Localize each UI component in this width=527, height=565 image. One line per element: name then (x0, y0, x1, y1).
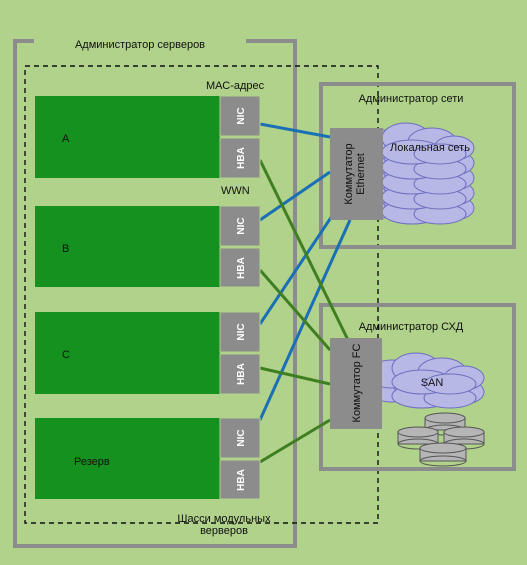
server-admin-frame (13, 39, 297, 548)
server-reserve: Резерв NIC HBA (35, 417, 261, 500)
network-admin-frame (319, 82, 516, 249)
nic-port (219, 95, 261, 137)
fc-switch: Коммутатор FC (330, 338, 382, 429)
nic-port (219, 311, 261, 353)
fc-links (258, 159, 350, 464)
storage-admin-frame (319, 303, 516, 471)
hba-port (219, 353, 261, 395)
server-b: B NIC HBA (35, 205, 261, 288)
server-a: A NIC HBA (35, 95, 261, 179)
hba-port (219, 247, 261, 288)
nic-port (219, 417, 261, 459)
hba-port (219, 137, 261, 179)
server-name: C (62, 349, 70, 361)
ethernet-switch-label-line1: Коммутатор (343, 143, 355, 204)
chassis-label-line1: Шасси модульных (177, 513, 271, 525)
server-name: B (62, 243, 69, 255)
nic-port (219, 205, 261, 247)
server-name: Резерв (74, 456, 110, 468)
storage-admin-label: Администратор СХД (359, 321, 464, 333)
server-name: A (62, 133, 70, 145)
lan-label: Локальная сеть (390, 142, 470, 154)
nic-port-label: NIC (236, 107, 247, 124)
hba-port (219, 459, 261, 500)
hba-port-label: HBA (236, 257, 247, 279)
hba-port-label: HBA (236, 469, 247, 491)
hba-port-label: HBA (236, 147, 247, 169)
ethernet-switch: Коммутатор Ethernet (330, 128, 383, 220)
storage-disks-icon (397, 412, 485, 467)
mac-address-label: МАС-адрес (206, 80, 265, 92)
hba-port-label: HBA (236, 363, 247, 385)
nic-port-label: NIC (236, 323, 247, 340)
server-admin-label: Администратор серверов (75, 39, 205, 51)
wwn-label: WWN (221, 185, 250, 197)
nic-port-label: NIC (236, 217, 247, 234)
fc-switch-label: Коммутатор FC (351, 343, 363, 422)
san-label: SAN (421, 377, 444, 389)
nic-port-label: NIC (236, 429, 247, 446)
server-c: C NIC HBA (35, 311, 261, 395)
ethernet-switch-label-line2: Ethernet (355, 153, 367, 195)
network-admin-label: Администратор сети (359, 93, 464, 105)
chassis-label-line2: верверов (200, 525, 248, 537)
